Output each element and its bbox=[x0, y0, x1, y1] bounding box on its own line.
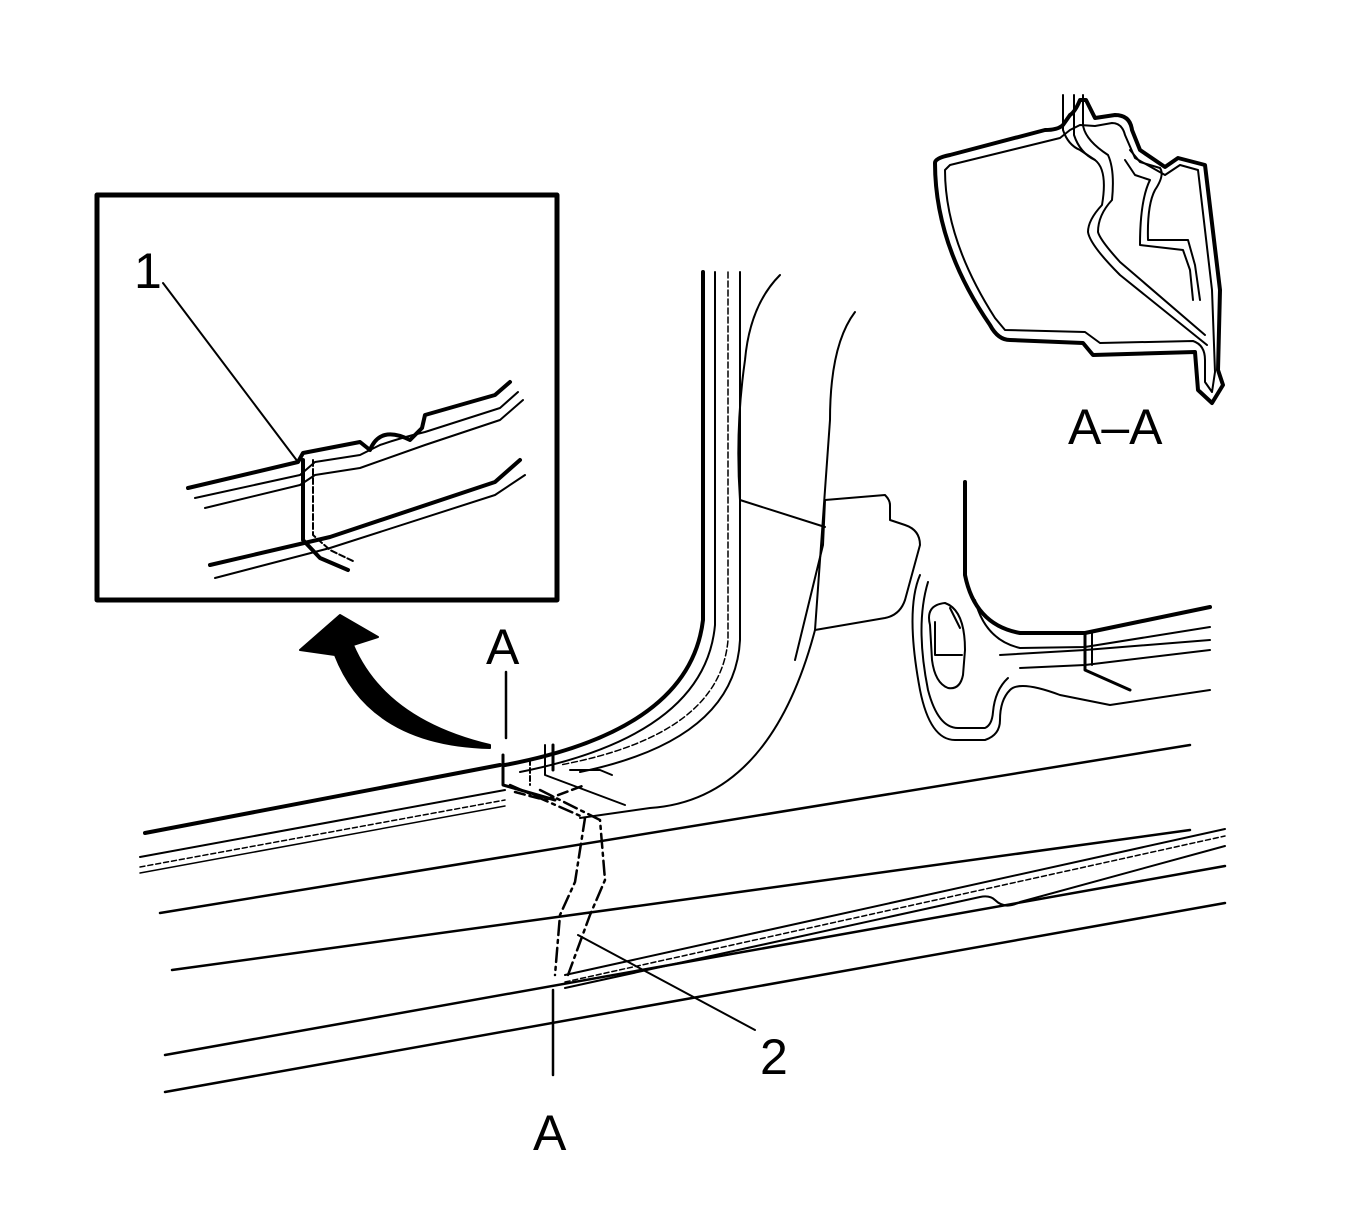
b-pillar bbox=[503, 270, 921, 819]
curved-arrow-icon bbox=[299, 614, 491, 749]
detail-inset bbox=[94, 192, 560, 603]
section-view-title: A–A bbox=[1068, 399, 1163, 455]
leader-1 bbox=[162, 282, 299, 463]
section-marker-bottom: A bbox=[533, 1105, 567, 1161]
leader-2 bbox=[577, 934, 756, 1031]
callout-2: 2 bbox=[760, 1029, 788, 1085]
cut-line-2 bbox=[508, 783, 607, 977]
section-view bbox=[933, 94, 1225, 405]
callout-1: 1 bbox=[134, 243, 162, 299]
rocker-panel bbox=[139, 743, 1227, 1094]
rear-structure bbox=[911, 480, 1212, 741]
section-marker-top: A bbox=[486, 619, 520, 675]
